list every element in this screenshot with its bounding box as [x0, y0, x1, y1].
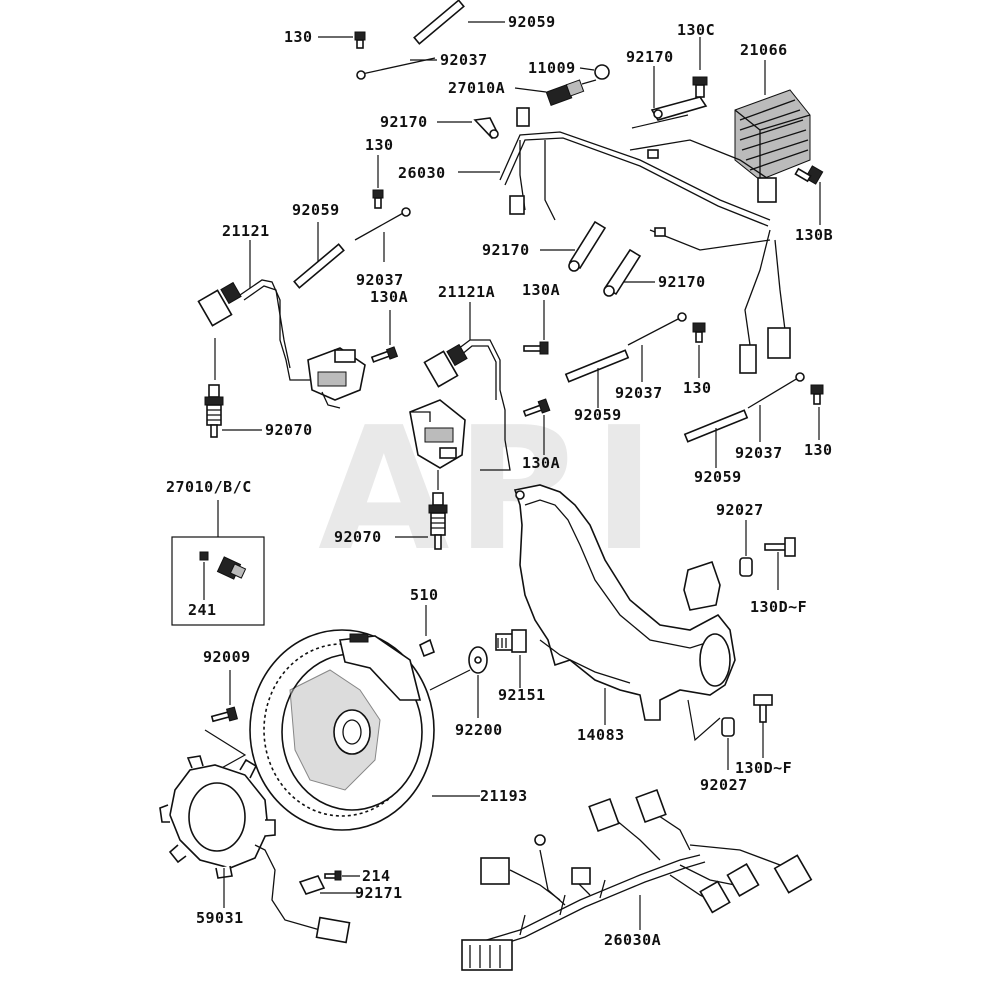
label-21121: 21121 — [222, 222, 270, 240]
label-130-c: 130 — [683, 379, 712, 397]
ignition-coil-21121 — [197, 279, 366, 409]
label-130-b: 130 — [365, 136, 394, 154]
strap-92037-c — [627, 312, 687, 346]
bolt-130B — [794, 165, 824, 185]
label-92027-a: 92027 — [716, 501, 764, 519]
clamp-92170-d — [603, 248, 642, 297]
label-14083: 14083 — [577, 726, 625, 744]
label-26030: 26030 — [398, 164, 446, 182]
label-130A-a: 130A — [370, 288, 408, 306]
label-92037-c: 92037 — [615, 384, 663, 402]
clamp-92170-c — [568, 220, 607, 272]
strap-92037-d — [747, 372, 805, 409]
label-92059-top: 92059 — [508, 13, 556, 31]
tube-92059-top — [413, 0, 465, 45]
bolt-92151 — [495, 629, 527, 653]
label-510: 510 — [410, 586, 439, 604]
bolt-130-d — [810, 384, 824, 405]
label-92200: 92200 — [455, 721, 503, 739]
label-11009: 11009 — [528, 59, 576, 77]
bolt-130A-b — [523, 341, 549, 355]
label-92037-top: 92037 — [440, 51, 488, 69]
spark-plug-92070-a — [204, 384, 224, 438]
bolt-130-top — [354, 31, 366, 49]
tube-92059-c — [564, 349, 630, 383]
label-92070-b: 92070 — [334, 528, 382, 546]
tube-92059-b — [293, 243, 345, 289]
bolt-130DF-a — [764, 537, 796, 557]
label-27010A: 27010A — [448, 79, 505, 97]
label-92037-d: 92037 — [735, 444, 783, 462]
label-92059-d: 92059 — [694, 468, 742, 486]
label-92009: 92009 — [203, 648, 251, 666]
bolt-130A-c — [522, 398, 551, 417]
washer-11009 — [594, 64, 610, 80]
label-92059-b: 92059 — [292, 201, 340, 219]
tube-92059-d — [683, 409, 749, 443]
label-92151: 92151 — [498, 686, 546, 704]
strap-92037-top — [356, 57, 436, 80]
bolt-130A-a — [370, 346, 399, 363]
washer-241 — [199, 551, 209, 561]
label-21066: 21066 — [740, 41, 788, 59]
bolt-130DF-b — [753, 694, 773, 723]
clamp-92170-b — [650, 96, 708, 121]
bolt-214 — [324, 870, 342, 881]
clamp-92171 — [298, 875, 326, 895]
label-92027-b: 92027 — [700, 776, 748, 794]
bolt-130-c — [692, 322, 706, 343]
label-130A-c: 130A — [522, 454, 560, 472]
bolt-92009 — [210, 706, 239, 723]
spark-plug-92070-b — [428, 492, 448, 550]
label-27010BC: 27010/B/C — [166, 478, 252, 496]
switch-27010BC — [216, 556, 247, 580]
key-510 — [419, 638, 435, 658]
ignition-coil-21121A — [409, 339, 511, 471]
harness-26030 — [499, 107, 791, 374]
label-21121A: 21121A — [438, 283, 495, 301]
collar-92027-a — [739, 557, 753, 577]
label-130A-b: 130A — [522, 281, 560, 299]
strap-92037-b — [354, 207, 411, 241]
switch-27010A — [545, 79, 597, 106]
shroud-14083 — [513, 484, 736, 721]
bolt-130-b — [372, 189, 384, 209]
label-21193: 21193 — [480, 787, 528, 805]
label-92170-c: 92170 — [482, 241, 530, 259]
harness-26030A — [461, 788, 813, 971]
switch-box — [171, 536, 265, 626]
label-59031: 59031 — [196, 909, 244, 927]
label-92070-a: 92070 — [265, 421, 313, 439]
label-92059-c: 92059 — [574, 406, 622, 424]
label-130DF-b: 130D~F — [735, 759, 792, 777]
label-26030A: 26030A — [604, 931, 661, 949]
regulator-21066 — [734, 89, 811, 181]
stator-59031 — [159, 755, 351, 944]
clamp-92170-a — [473, 117, 499, 140]
collar-92027-b — [721, 717, 735, 737]
label-92171: 92171 — [355, 884, 403, 902]
label-92170-a: 92170 — [380, 113, 428, 131]
label-130DF-a: 130D~F — [750, 598, 807, 616]
flywheel-21193 — [249, 629, 435, 831]
label-130B: 130B — [795, 226, 833, 244]
label-92170-b: 92170 — [626, 48, 674, 66]
label-214: 214 — [362, 867, 391, 885]
label-130C: 130C — [677, 21, 715, 39]
label-92170-d: 92170 — [658, 273, 706, 291]
label-130-d: 130 — [804, 441, 833, 459]
bolt-130C — [692, 76, 708, 98]
label-92037-b: 92037 — [356, 271, 404, 289]
label-241: 241 — [188, 601, 217, 619]
label-130-top: 130 — [284, 28, 313, 46]
